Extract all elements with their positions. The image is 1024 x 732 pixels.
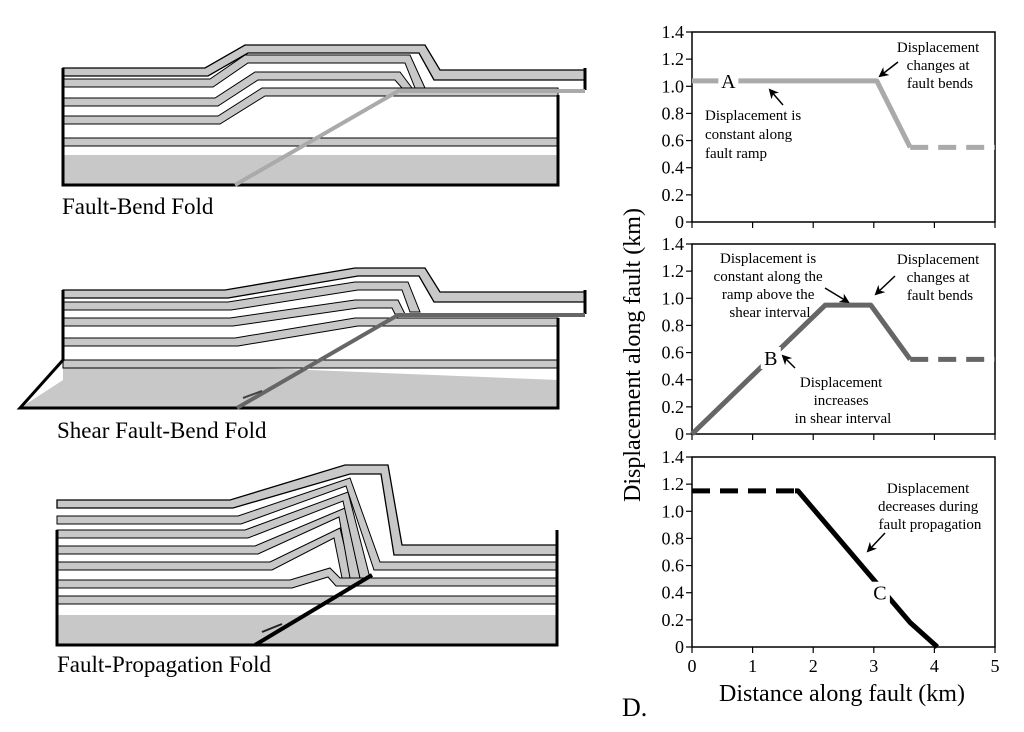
y-tick-label: 0.4 <box>662 370 685 390</box>
annotation-b3: Displacement increases in shear interval <box>795 375 892 427</box>
y-tick-label: 0.2 <box>662 185 685 205</box>
arrow-a2 <box>878 61 899 78</box>
fault-propagation-fold-diagram <box>55 464 559 647</box>
layer <box>62 71 413 107</box>
section-frame <box>61 68 560 187</box>
y-tick-label: 1.0 <box>662 288 685 308</box>
y-tick-label: 0.8 <box>662 103 685 123</box>
y-tick-label: 1.2 <box>662 474 685 494</box>
layer <box>62 281 421 313</box>
point-label-bg <box>869 581 890 604</box>
basement-layer <box>63 155 558 185</box>
layer <box>62 299 406 327</box>
chart-annotations: Displacement is constant along fault ram… <box>705 40 983 533</box>
fold-title-3: Fault-Propagation Fold <box>57 652 272 677</box>
displacement-charts: 00.20.40.60.81.01.21.4A00.20.40.60.81.01… <box>662 22 1000 676</box>
chart-frame <box>691 31 996 223</box>
y-axis-label: Displacement along fault (km) <box>620 208 646 502</box>
annotation-b1: Displacement is constant along the ramp … <box>714 251 827 321</box>
y-tick-label: 0.6 <box>662 556 685 576</box>
fold-title-1: Fault-Bend Fold <box>62 194 214 219</box>
shear-fault-bend-fold-diagram <box>16 267 587 410</box>
chart-frame <box>691 243 996 435</box>
annotation-b2: Displacement changes at fault bends <box>897 252 983 304</box>
panel-label: D. <box>622 693 647 722</box>
point-label: C <box>873 583 886 605</box>
top-layer <box>62 267 586 303</box>
arrow-b2 <box>874 275 896 296</box>
section-frame <box>16 290 560 410</box>
series-line-solid <box>692 78 913 149</box>
y-tick-label: 0.2 <box>662 397 685 417</box>
chart-frame <box>691 456 996 648</box>
y-tick-label: 0.2 <box>662 610 685 630</box>
y-tick-label: 1.4 <box>662 447 685 467</box>
y-tick-label: 0 <box>675 637 684 657</box>
arrow-b3 <box>781 354 796 369</box>
y-tick-label: 1.2 <box>662 261 685 281</box>
fold-title-2: Shear Fault-Bend Fold <box>57 418 267 443</box>
x-tick-label: 1 <box>748 656 757 676</box>
y-tick-label: 0.8 <box>662 315 685 335</box>
point-label: B <box>764 348 777 370</box>
y-tick-label: 1.0 <box>662 76 685 96</box>
annotation-a1: Displacement is constant along fault ram… <box>705 108 805 162</box>
chart-panel-1: 0 0.2 0.4 0.6 0.8 1.0 1.2 1.4A <box>662 22 996 232</box>
chart-panel-3: 0 0.2 0.4 0.6 0.8 1.0 1.2 1.4 0 1 2 3 4 5 C <box>662 447 1000 676</box>
slip-arrow <box>242 390 263 399</box>
layer <box>56 595 558 605</box>
layer <box>62 54 426 89</box>
point-label: A <box>721 71 736 93</box>
y-tick-label: 1.4 <box>662 234 685 254</box>
x-tick-label: 0 <box>688 656 697 676</box>
x-tick-label: 5 <box>991 656 1000 676</box>
y-tick-label: 0 <box>675 212 684 232</box>
chart-panel-2: 0 0.2 0.4 0.6 0.8 1.0 1.2 1.4B <box>662 234 996 444</box>
layer <box>56 527 353 579</box>
y-tick-label: 0 <box>675 424 684 444</box>
x-tick-label: 3 <box>869 656 878 676</box>
y-tick-label: 0.4 <box>662 158 685 178</box>
fault-bend-fold-diagram <box>61 44 587 187</box>
basement-layer <box>57 615 557 645</box>
annotation-arrows <box>768 61 899 553</box>
y-tick-label: 1.4 <box>662 22 685 42</box>
annotation-c1: Displacement decreases during fault prop… <box>878 481 982 533</box>
fault-ramp <box>234 88 401 187</box>
point-label-bg <box>760 347 781 369</box>
x-axis-label: Distance along fault (km) <box>719 681 965 707</box>
series-line-solid <box>795 488 940 649</box>
slip-arrow <box>261 623 283 633</box>
arrow-b1 <box>824 287 850 304</box>
fault-tip-line <box>253 573 374 647</box>
arrow-a1 <box>768 88 784 106</box>
layer <box>56 507 361 579</box>
y-tick-label: 1.0 <box>662 501 685 521</box>
y-tick-label: 0.4 <box>662 583 685 603</box>
basement-layer <box>20 360 558 408</box>
annotation-a2: Displacement changes at fault bends <box>897 40 983 92</box>
x-tick-label: 4 <box>930 656 939 676</box>
y-tick-label: 0.6 <box>662 343 685 363</box>
x-tick-label: 2 <box>809 656 818 676</box>
layer <box>56 567 558 589</box>
y-tick-label: 0.6 <box>662 131 685 151</box>
layer <box>56 491 371 579</box>
section-frame <box>55 530 559 647</box>
series-line-solid <box>690 302 913 436</box>
arrow-c1 <box>866 532 886 553</box>
point-label-bg <box>718 69 739 92</box>
y-tick-label: 0.8 <box>662 528 685 548</box>
y-tick-label: 1.2 <box>662 49 685 69</box>
fault-ramp <box>235 313 400 410</box>
